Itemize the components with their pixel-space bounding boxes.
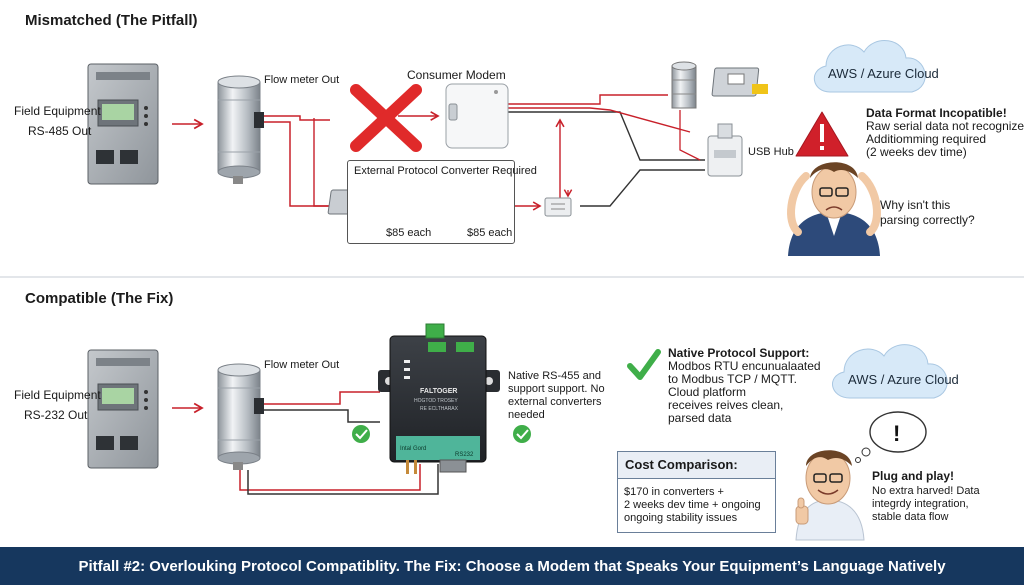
stressed-person-illustration — [787, 162, 881, 256]
native-protocol-support-text: Native Protocol Support: Modbos RTU encu… — [668, 347, 821, 425]
cost-line-1: $170 in converters + — [624, 486, 724, 498]
fix-field-equipment-label: Field Equipment RS-232 Out — [14, 388, 101, 422]
incompatible-x-icon — [350, 84, 422, 152]
check-icon-left — [352, 425, 370, 443]
fix-section-title: Compatible (The Fix) — [25, 290, 174, 307]
pitfall-cloud-label: AWS / Azure Cloud — [828, 66, 939, 81]
native-note-line-3: external converters — [508, 396, 602, 408]
warning-line-2: Additiomming required — [866, 132, 987, 146]
happy-person-illustration — [795, 450, 865, 541]
warning-line-3: (2 weeks dev time) — [866, 145, 967, 159]
fix-field-equipment-device — [87, 349, 159, 469]
converter-price-left: $85 each — [386, 227, 432, 239]
native-support-title: Native Protocol Support: — [668, 346, 810, 360]
pitfall-field-equipment-device — [87, 63, 159, 185]
plug-play-line-2: integrdy integration, — [872, 498, 969, 510]
fix-field-equipment-line2: RS-232 Out — [24, 408, 88, 422]
industrial-modem-device — [378, 323, 500, 474]
pitfall-field-equipment-line1: Field Equipment — [14, 104, 101, 118]
server-stack-device — [671, 61, 697, 109]
consumer-modem-label: Consumer Modem — [407, 68, 506, 82]
native-support-line-1: Modbos RTU encunualaated — [668, 359, 821, 373]
plug-play-line-3: stable data flow — [872, 511, 949, 523]
modem-brand-label: FALTOGER — [420, 388, 457, 395]
warning-title: Data Format Incopatible! — [866, 106, 1007, 120]
pitfall-flow-meter-device — [217, 75, 264, 184]
modem-bottom-right-label: RS232 — [455, 452, 474, 458]
plug-and-play-text: Plug and play! No extra harved! Data int… — [872, 470, 980, 524]
warning-line-1: Raw serial data not recognized. — [866, 119, 1024, 133]
native-support-line-2: to Modbus TCP / MQTT. — [668, 372, 797, 386]
diagram-canvas: FALTOGER HOGTOD TROSEY RE ECLTHARAX Inta… — [87, 40, 948, 541]
native-support-line-3: Cloud platform — [668, 385, 747, 399]
cost-comparison-box: Cost Comparison: $170 in converters + 2 … — [617, 451, 776, 533]
fix-field-equipment-line1: Field Equipment — [14, 388, 101, 402]
gateway-converter-device — [711, 67, 768, 97]
pitfall-flow-meter-label: Flow meter Out — [264, 74, 340, 86]
confused-thought-text: Why isn't this parsing correctly? — [880, 198, 975, 228]
fix-cloud-label: AWS / Azure Cloud — [848, 372, 959, 387]
check-icon-right — [513, 425, 531, 443]
cost-line-2: 2 weeks dev time + ongoing — [624, 499, 761, 511]
cost-comparison-title: Cost Comparison: — [618, 452, 775, 479]
usb-hub-device — [707, 123, 743, 177]
native-support-check-icon — [627, 349, 661, 380]
converter-required-box: External Protocol Converter Required $85… — [347, 160, 537, 244]
usb-hub-label: USB Hub — [748, 146, 794, 158]
plug-play-title: Plug and play! — [872, 469, 955, 483]
native-note-line-2: support support. No — [508, 383, 605, 395]
pitfall-section-title: Mismatched (The Pitfall) — [25, 12, 198, 29]
footer-banner: Pitfall #2: Overlouking Protocol Compati… — [0, 547, 1024, 585]
native-note-line-4: needed — [508, 409, 545, 421]
cost-line-3: ongoing stability issues — [624, 512, 738, 524]
fix-flow-meter-label: Flow meter Out — [264, 359, 340, 371]
modem-bottom-left-label: Intal Gord — [400, 446, 426, 452]
incompatible-warning-text: Data Format Incopatible! Raw serial data… — [866, 107, 1024, 159]
thought-line-2: parsing correctly? — [880, 213, 975, 227]
modem-sub-label-2: RE ECLTHARAX — [420, 406, 459, 412]
pitfall-field-equipment-line2: RS-485 Out — [28, 124, 92, 138]
warning-triangle-icon — [795, 111, 849, 157]
native-support-note: Native RS-455 and support support. No ex… — [508, 370, 605, 422]
converter-box-title: External Protocol Converter Required — [354, 165, 537, 177]
serial-adapter-device — [544, 197, 572, 217]
section-divider — [0, 276, 1024, 278]
converter-price-right: $85 each — [467, 227, 513, 239]
thought-line-1: Why isn't this — [880, 198, 951, 212]
plug-play-line-1: No extra harved! Data — [872, 485, 980, 497]
pitfall-field-equipment-label: Field Equipment RS-485 Out — [14, 104, 101, 138]
native-support-line-5: parsed data — [668, 411, 732, 425]
fix-cloud-icon — [832, 344, 948, 399]
modem-sub-label-1: HOGTOD TROSEY — [414, 398, 458, 404]
consumer-modem-device — [445, 83, 509, 149]
pitfall-cloud-icon — [814, 40, 926, 93]
thought-exclaim-mark: ! — [893, 421, 900, 446]
fix-flow-meter-device — [217, 363, 264, 470]
cost-comparison-body: $170 in converters + 2 weeks dev time + … — [618, 479, 775, 525]
native-note-line-1: Native RS-455 and — [508, 370, 601, 382]
thought-bubble-icon — [855, 411, 927, 463]
native-support-line-4: receives reives clean, — [668, 398, 784, 412]
